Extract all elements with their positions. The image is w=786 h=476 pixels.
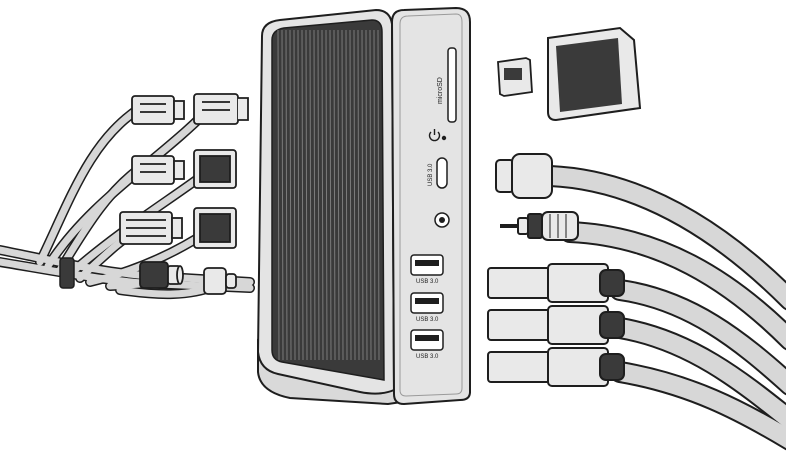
- usb-a-plug-icon: [487, 347, 625, 387]
- heatsink-fin-line: [329, 29, 332, 361]
- right-cable-bundle: [539, 165, 786, 451]
- heatsink-fin-line: [373, 29, 376, 361]
- hdmi-plug-icon: [131, 95, 185, 125]
- usb-a-port-1[interactable]: USB 3.0: [410, 254, 444, 285]
- heatsink-fin-line: [353, 29, 356, 361]
- usb-c-port-icon[interactable]: [436, 157, 448, 189]
- heatsink-fin-line: [317, 29, 320, 361]
- usb-a-port-2[interactable]: USB 3.0: [410, 292, 444, 323]
- power-button[interactable]: [428, 129, 447, 142]
- sd-card-icon: [547, 26, 642, 122]
- heatsink-fin-line: [297, 29, 300, 361]
- heatsink-fin-line: [325, 29, 328, 361]
- usb-a-plug-icon: [487, 263, 625, 303]
- usb-a-port-label: USB 3.0: [416, 279, 439, 285]
- dc-barrel-plug-icon: [139, 261, 184, 289]
- usb-c-port-label: USB 3.0: [428, 163, 434, 186]
- left-cable-bundle: [0, 103, 255, 300]
- microsd-card-icon: [497, 57, 533, 97]
- audio-plug-icon: [500, 211, 579, 241]
- heatsink-fins: [271, 19, 385, 381]
- heatsink-fin-line: [309, 29, 312, 361]
- ethernet-plug-icon: [119, 211, 183, 245]
- heatsink-fin-line: [305, 29, 308, 361]
- heatsink-fin-line: [285, 29, 288, 361]
- heatsink-fin-line: [289, 29, 292, 361]
- heatsink-fin-line: [293, 29, 296, 361]
- heatsink-fin-line: [345, 29, 348, 361]
- heatsink-fin-line: [333, 29, 336, 361]
- microsd-label: microSD: [437, 77, 444, 104]
- usb-c-plug-icon: [203, 267, 237, 295]
- heatsink-fin-line: [361, 29, 364, 361]
- heatsink-fin-line: [365, 29, 368, 361]
- heatsink-fin-line: [313, 29, 316, 361]
- heatsink-fin-line: [349, 29, 352, 361]
- dock: microSD USB 3.0 USB 3.0 USB 3.0 USB 3.0: [256, 6, 471, 406]
- heatsink-fin-line: [369, 29, 372, 361]
- hdmi-plug-icon: [193, 149, 237, 189]
- heatsink-fin-line: [337, 29, 340, 361]
- heatsink-fin-line: [281, 29, 284, 361]
- heatsink-fin-line: [321, 29, 324, 361]
- power-icon: [428, 131, 441, 142]
- heatsink-fin-line: [301, 29, 304, 361]
- hdmi-plug-icon: [193, 93, 249, 125]
- heatsink-fin-line: [377, 29, 380, 361]
- usb-a-port-label: USB 3.0: [416, 354, 439, 360]
- right-plugs: [487, 153, 625, 387]
- usb-c-plug-icon: [495, 153, 553, 199]
- microsd-slot[interactable]: [447, 47, 457, 123]
- usb-a-plug-icon: [487, 305, 625, 345]
- heatsink-fin-line: [341, 29, 344, 361]
- heatsink-fin-line: [357, 29, 360, 361]
- heatsink-fin-line: [277, 29, 280, 361]
- usb-a-port-3[interactable]: USB 3.0: [410, 329, 444, 360]
- hdmi-plug-icon: [193, 207, 237, 249]
- cable-tie: [59, 257, 75, 289]
- left-plugs: [119, 93, 249, 295]
- displayport-plug-icon: [131, 155, 185, 185]
- usb-a-port-label: USB 3.0: [416, 317, 439, 323]
